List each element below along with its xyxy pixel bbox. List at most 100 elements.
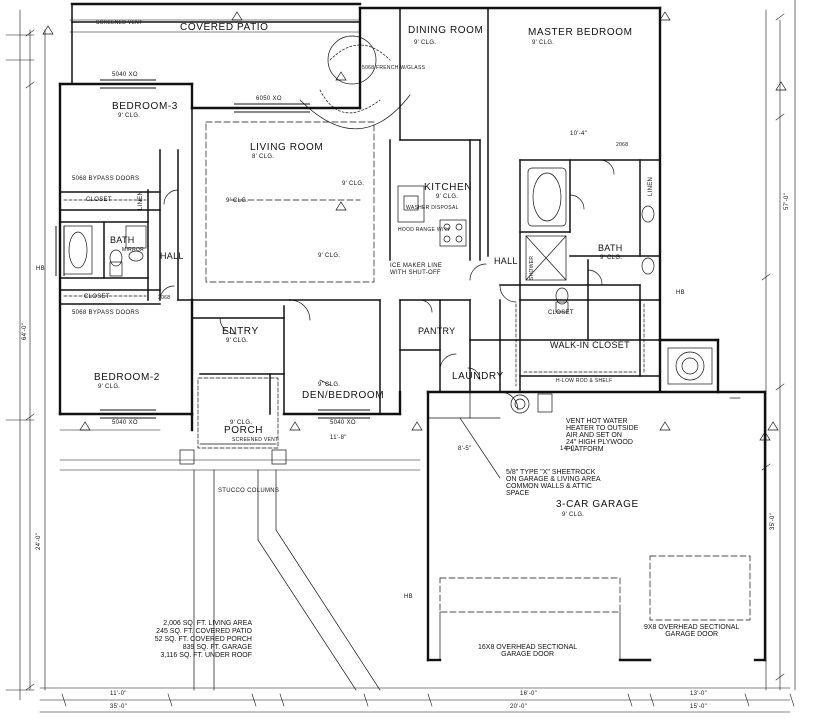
callout-ice-maker: ICE MAKER LINE [390, 263, 443, 269]
callout-french-door: 5068 FRENCH W/GLASS [362, 65, 426, 71]
dim-garage-step: 14'-0" [560, 446, 578, 452]
window-bedroom-2: 5040 XO [112, 420, 138, 426]
dim-bottom-6: 13'-0" [690, 691, 708, 697]
callout-water-heater-line-2: HEATER TO OUTSIDE [566, 425, 639, 432]
ceiling-entry: 9' CLG. [226, 338, 249, 344]
ceiling-bedroom-2: 9' CLG. [98, 384, 121, 390]
room-label-bath: BATH [110, 235, 135, 245]
room-label-hall: HALL [160, 251, 184, 261]
ceiling-bath: 9' CLG. [600, 255, 623, 261]
ceiling-living-4: 9' CLG. [318, 253, 341, 259]
callout-sheetrock-line-4: SPACE [506, 490, 530, 497]
note-covered-porch: 52 SQ. FT. COVERED PORCH [154, 636, 252, 643]
ceiling-den: 9' CLG. [318, 382, 341, 388]
callout-hose-bib-1: HB [36, 266, 45, 272]
note-under-roof: 3,116 SQ. FT. UNDER ROOF [160, 652, 252, 659]
callout-garage-door-9-line-2: GARAGE DOOR [665, 631, 719, 638]
callout-screened-vent: SCREENED VENT [96, 20, 143, 26]
dim-bottom-3: 15'-0" [690, 704, 708, 710]
callout-sheetrock: 5/8" TYPE "X" SHEETROCK ON GARAGE & LIVI… [506, 469, 601, 497]
room-label-dining-room: DINING ROOM [408, 25, 484, 36]
dim-left-total: 64'-0" [22, 322, 28, 340]
area-summary-notes: 2,006 SQ. FT. LIVING AREA 245 SQ. FT. CO… [132, 620, 252, 660]
window-bedroom-3: 5040 XO [112, 72, 138, 78]
callout-garage-door-16-line-2: GARAGE DOOR [501, 651, 555, 658]
callout-garage-door-16: 16X8 OVERHEAD SECTIONAL GARAGE DOOR [478, 644, 577, 658]
callout-water-heater-line-1: VENT HOT WATER [566, 418, 628, 425]
room-label-master-bedroom: MASTER BEDROOM [528, 27, 633, 38]
bypass-doors-1: 5068 BYPASS DOORS [72, 176, 140, 182]
callout-sheetrock-line-3: COMMON WALLS & ATTIC [506, 483, 592, 490]
window-den: 5040 XO [330, 420, 356, 426]
ceiling-bedroom-3: 9' CLG. [118, 113, 141, 119]
room-label-garage: 3-CAR GARAGE [556, 499, 639, 510]
callout-garage-door-9-line-1: 9X8 OVERHEAD SECTIONAL [644, 624, 740, 631]
dim-bottom-5: 16'-0" [520, 691, 538, 697]
callout-shower: SHOWER [529, 255, 535, 280]
window-living: 6050 XO [256, 96, 282, 102]
room-label-living-room: LIVING ROOM [250, 142, 324, 153]
callout-rod-shelf: H-LOW ROD & SHELF [556, 378, 613, 384]
room-label-walk-in-closet: WALK-IN CLOSET [550, 340, 630, 350]
ceiling-living-3: 9' CLG. [226, 198, 249, 204]
linen-label-2: LINEN [648, 176, 654, 196]
callout-hood: HOOD RANGE W/ H [398, 227, 450, 233]
ceiling-garage: 9' CLG. [562, 512, 585, 518]
callout-hose-bib-3: HB [404, 594, 413, 600]
section-tags [42, 11, 787, 441]
dim-master: 10'-4" [570, 131, 588, 137]
room-label-kitchen: KITCHEN [424, 182, 473, 193]
room-label-bedroom-3: BEDROOM-3 [112, 101, 178, 112]
exterior-walls [58, 2, 767, 662]
door-2068-2: 2068 [616, 142, 629, 148]
room-label-porch: PORCH [224, 425, 264, 436]
dim-bottom-4: 11'-0" [110, 691, 127, 697]
dim-garage-left: 8'-5" [458, 446, 472, 452]
dim-bottom-1: 35'-0" [110, 704, 128, 710]
room-label-den-bedroom: DEN/BEDROOM [302, 390, 385, 401]
ceiling-master: 9' CLG. [532, 40, 555, 46]
dim-den: 11'-8" [330, 435, 347, 441]
room-label-bedroom-2: BEDROOM-2 [94, 372, 160, 383]
callout-water-heater: VENT HOT WATER HEATER TO OUTSIDE AIR AND… [566, 418, 638, 453]
room-label-hall-2: HALL [494, 256, 518, 266]
callout-sheetrock-line-1: 5/8" TYPE "X" SHEETROCK [506, 469, 596, 476]
room-label-laundry: LAUNDRY [452, 371, 504, 382]
interior-walls [59, 3, 661, 415]
callout-water-heater-line-5: PLATFORM [566, 446, 604, 453]
callout-garage-door-9: 9X8 OVERHEAD SECTIONAL GARAGE DOOR [644, 624, 739, 638]
callout-sheetrock-line-2: ON GARAGE & LIVING AREA [506, 476, 601, 483]
callout-mirror: MIRROR [122, 247, 145, 253]
callout-shut-off: WITH SHUT-OFF [390, 270, 441, 276]
room-label-pantry: PANTRY [418, 326, 456, 336]
ceiling-kitchen: 9' CLG. [436, 194, 459, 200]
note-living-area: 2,006 SQ. FT. LIVING AREA [163, 620, 252, 627]
callout-hose-bib-2: HB [676, 290, 685, 296]
linen-label-1: LINEN [138, 190, 144, 210]
closet-label-3: CLOSET [548, 310, 574, 316]
closet-label-1: CLOSET [86, 197, 112, 203]
room-label-entry: ENTRY [222, 326, 259, 337]
room-label-master-bath: BATH [598, 243, 623, 253]
room-label-covered-patio: COVERED PATIO [180, 22, 269, 33]
closet-label-2: CLOSET [84, 294, 110, 300]
callout-stucco-columns: STUCCO COLUMNS [218, 488, 280, 494]
callout-water-heater-line-3: AIR AND SET ON [566, 432, 622, 439]
dim-right-garage: 35'-0" [770, 512, 776, 530]
fixtures [63, 35, 751, 691]
ceiling-dining: 9' CLG. [414, 40, 437, 46]
note-covered-patio: 245 SQ. FT. COVERED PATIO [156, 628, 252, 635]
callout-water-heater-line-4: 24" HIGH PLYWOOD [566, 439, 633, 446]
dim-left-lower: 24'-0" [36, 532, 42, 550]
callout-garage-door-16-line-1: 16X8 OVERHEAD SECTIONAL [478, 644, 578, 651]
dimension-lines [5, 0, 796, 713]
ceiling-porch: 9' CLG. [230, 420, 253, 426]
callout-washer: WASHER DISPOSAL [406, 205, 459, 211]
dim-bottom-2: 20'-0" [510, 704, 528, 710]
door-2068-1: 2068 [158, 295, 171, 301]
ceiling-living-2: 9' CLG. [342, 181, 365, 187]
window-marks [55, 79, 370, 419]
note-garage: 839 SQ. FT. GARAGE [182, 644, 252, 651]
bypass-doors-2: 5068 BYPASS DOORS [72, 310, 140, 316]
